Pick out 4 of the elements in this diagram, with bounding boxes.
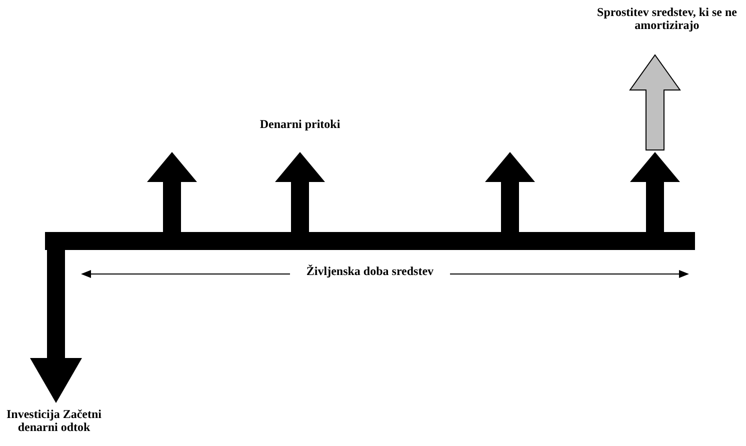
note-label: Sprostitev sredstev, ki se ne amortizirajo: [596, 6, 738, 32]
inflow-label: Denarni pritoki: [258, 118, 342, 131]
dimension-label: Življenska doba sredstev: [290, 265, 450, 278]
outflow-label: Investicija Začetni denarni odtok: [6, 408, 102, 434]
